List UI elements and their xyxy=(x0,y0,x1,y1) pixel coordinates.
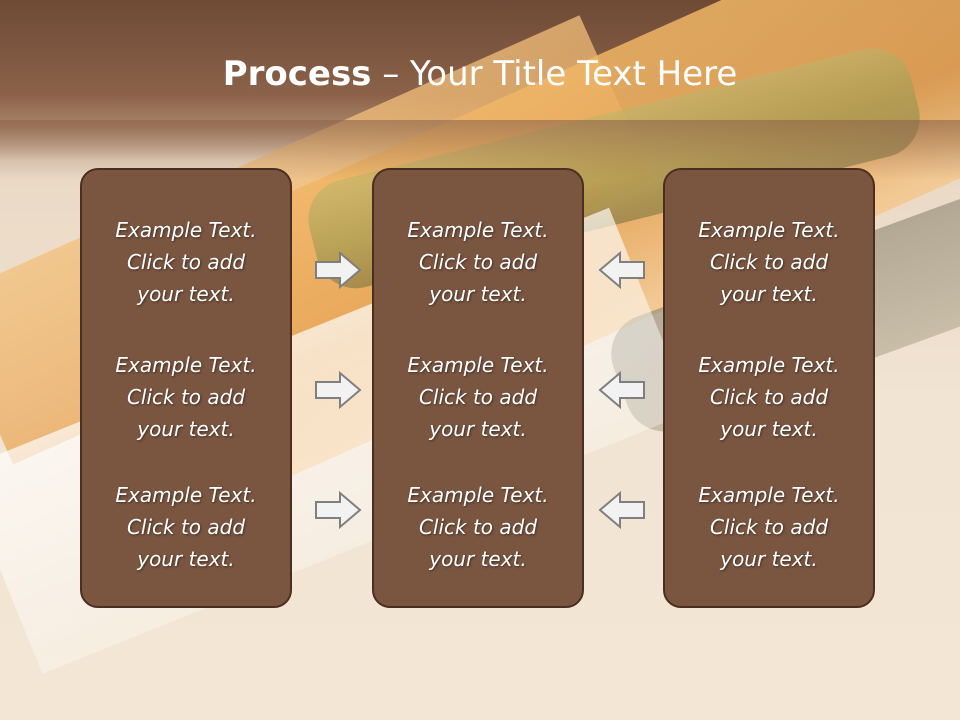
text-block[interactable]: Example Text. Click to add your text. xyxy=(82,479,290,575)
text-block[interactable]: Example Text. Click to add your text. xyxy=(374,214,582,310)
text-line: Example Text. xyxy=(698,353,840,377)
text-line: Click to add xyxy=(418,515,538,539)
text-line: your text. xyxy=(720,547,818,571)
text-line: your text. xyxy=(429,547,527,571)
text-line: Click to add xyxy=(709,385,829,409)
title-bold: Process xyxy=(222,54,372,94)
text-line: Example Text. xyxy=(115,218,257,242)
arrow-left-icon xyxy=(598,490,646,530)
text-line: Click to add xyxy=(709,250,829,274)
text-line: Click to add xyxy=(418,385,538,409)
panel-center[interactable]: Example Text. Click to add your text. Ex… xyxy=(372,168,584,608)
arrow-right-icon xyxy=(314,370,362,410)
text-line: Click to add xyxy=(126,250,246,274)
slide-title[interactable]: Process – Your Title Text Here xyxy=(0,48,960,100)
text-line: Example Text. xyxy=(115,483,257,507)
arrow-right-icon xyxy=(314,250,362,290)
panel-right[interactable]: Example Text. Click to add your text. Ex… xyxy=(663,168,875,608)
text-line: Example Text. xyxy=(115,353,257,377)
text-line: Click to add xyxy=(418,250,538,274)
text-line: Example Text. xyxy=(407,218,549,242)
arrow-right-icon xyxy=(314,490,362,530)
text-line: Example Text. xyxy=(698,483,840,507)
text-block[interactable]: Example Text. Click to add your text. xyxy=(665,214,873,310)
text-block[interactable]: Example Text. Click to add your text. xyxy=(82,214,290,310)
title-rest: – Your Title Text Here xyxy=(371,54,738,94)
text-line: your text. xyxy=(429,282,527,306)
text-line: your text. xyxy=(720,282,818,306)
panel-left[interactable]: Example Text. Click to add your text. Ex… xyxy=(80,168,292,608)
text-line: your text. xyxy=(137,547,235,571)
arrow-left-icon xyxy=(598,250,646,290)
text-line: Click to add xyxy=(709,515,829,539)
text-line: your text. xyxy=(137,282,235,306)
text-line: Example Text. xyxy=(407,353,549,377)
text-block[interactable]: Example Text. Click to add your text. xyxy=(374,349,582,445)
text-line: Example Text. xyxy=(698,218,840,242)
text-line: Example Text. xyxy=(407,483,549,507)
text-line: Click to add xyxy=(126,385,246,409)
text-block[interactable]: Example Text. Click to add your text. xyxy=(665,349,873,445)
text-line: Click to add xyxy=(126,515,246,539)
text-block[interactable]: Example Text. Click to add your text. xyxy=(82,349,290,445)
arrow-left-icon xyxy=(598,370,646,410)
text-line: your text. xyxy=(137,417,235,441)
text-block[interactable]: Example Text. Click to add your text. xyxy=(374,479,582,575)
text-block[interactable]: Example Text. Click to add your text. xyxy=(665,479,873,575)
text-line: your text. xyxy=(429,417,527,441)
text-line: your text. xyxy=(720,417,818,441)
